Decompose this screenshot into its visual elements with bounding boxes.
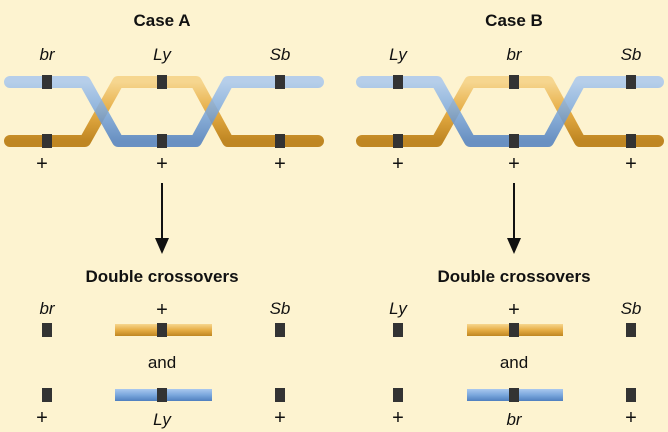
gene-marker — [157, 323, 167, 337]
gene-label-top: Ly — [153, 45, 172, 64]
gene-marker — [157, 388, 167, 402]
gene-marker — [626, 388, 636, 402]
allele-label: + — [156, 153, 168, 175]
gene-marker — [275, 75, 285, 89]
gene-marker — [509, 134, 519, 148]
gene-marker — [157, 134, 167, 148]
gene-label-result: + — [36, 407, 48, 429]
gene-marker — [509, 388, 519, 402]
gene-label-top: Ly — [389, 45, 408, 64]
recombinant-chromosome-2 — [362, 388, 658, 402]
gene-label-top: br — [39, 45, 55, 64]
case-title: Case B — [485, 11, 543, 30]
gene-marker — [275, 388, 285, 402]
and-label: and — [500, 353, 528, 372]
gene-marker — [42, 75, 52, 89]
gene-marker — [509, 323, 519, 337]
gene-marker — [626, 134, 636, 148]
blue-chromosome — [10, 82, 318, 141]
down-arrow — [507, 183, 521, 254]
gene-marker — [393, 388, 403, 402]
down-arrow — [155, 183, 169, 254]
allele-label: + — [392, 153, 404, 175]
gold-chromosome — [10, 82, 318, 141]
gene-marker — [393, 134, 403, 148]
gene-marker — [42, 323, 52, 337]
gene-label-result: Sb — [270, 299, 291, 318]
allele-label: + — [508, 153, 520, 175]
gene-marker — [393, 75, 403, 89]
gene-marker — [157, 75, 167, 89]
case-title: Case A — [133, 11, 190, 30]
recombinant-chromosome-1 — [362, 323, 658, 337]
and-label: and — [148, 353, 176, 372]
gene-label-result: br — [39, 299, 55, 318]
gene-label-top: Sb — [270, 45, 291, 64]
gene-label-result: Ly — [389, 299, 408, 318]
crossover-chromosome-pair — [362, 75, 658, 148]
gold-chromosome — [362, 82, 658, 141]
gene-marker — [275, 134, 285, 148]
gene-label-result: Ly — [153, 410, 172, 429]
blue-chromosome — [362, 82, 658, 141]
panel-case-b: Case B Ly br Sb + + + Double crossovers … — [362, 11, 658, 429]
gene-label-result: br — [506, 410, 522, 429]
gene-label-result: + — [392, 407, 404, 429]
allele-label: + — [274, 153, 286, 175]
gene-marker — [393, 323, 403, 337]
gene-label-result: + — [625, 407, 637, 429]
result-title: Double crossovers — [85, 267, 238, 286]
allele-label: + — [36, 153, 48, 175]
gene-marker — [626, 75, 636, 89]
result-title: Double crossovers — [437, 267, 590, 286]
recombinant-chromosome-2 — [10, 388, 318, 402]
allele-label: + — [625, 153, 637, 175]
gene-marker — [626, 323, 636, 337]
gene-label-result: + — [508, 299, 520, 321]
gene-marker — [42, 388, 52, 402]
gene-label-result: + — [274, 407, 286, 429]
panel-case-a: Case A br Ly Sb + + + Double crossovers … — [10, 11, 318, 429]
recombinant-chromosome-1 — [10, 323, 318, 337]
gene-label-top: br — [506, 45, 522, 64]
crossover-chromosome-pair — [10, 75, 318, 148]
gene-marker — [509, 75, 519, 89]
gene-label-top: Sb — [621, 45, 642, 64]
gene-marker — [275, 323, 285, 337]
gene-marker — [42, 134, 52, 148]
gene-label-result: Sb — [621, 299, 642, 318]
gene-label-result: + — [156, 299, 168, 321]
